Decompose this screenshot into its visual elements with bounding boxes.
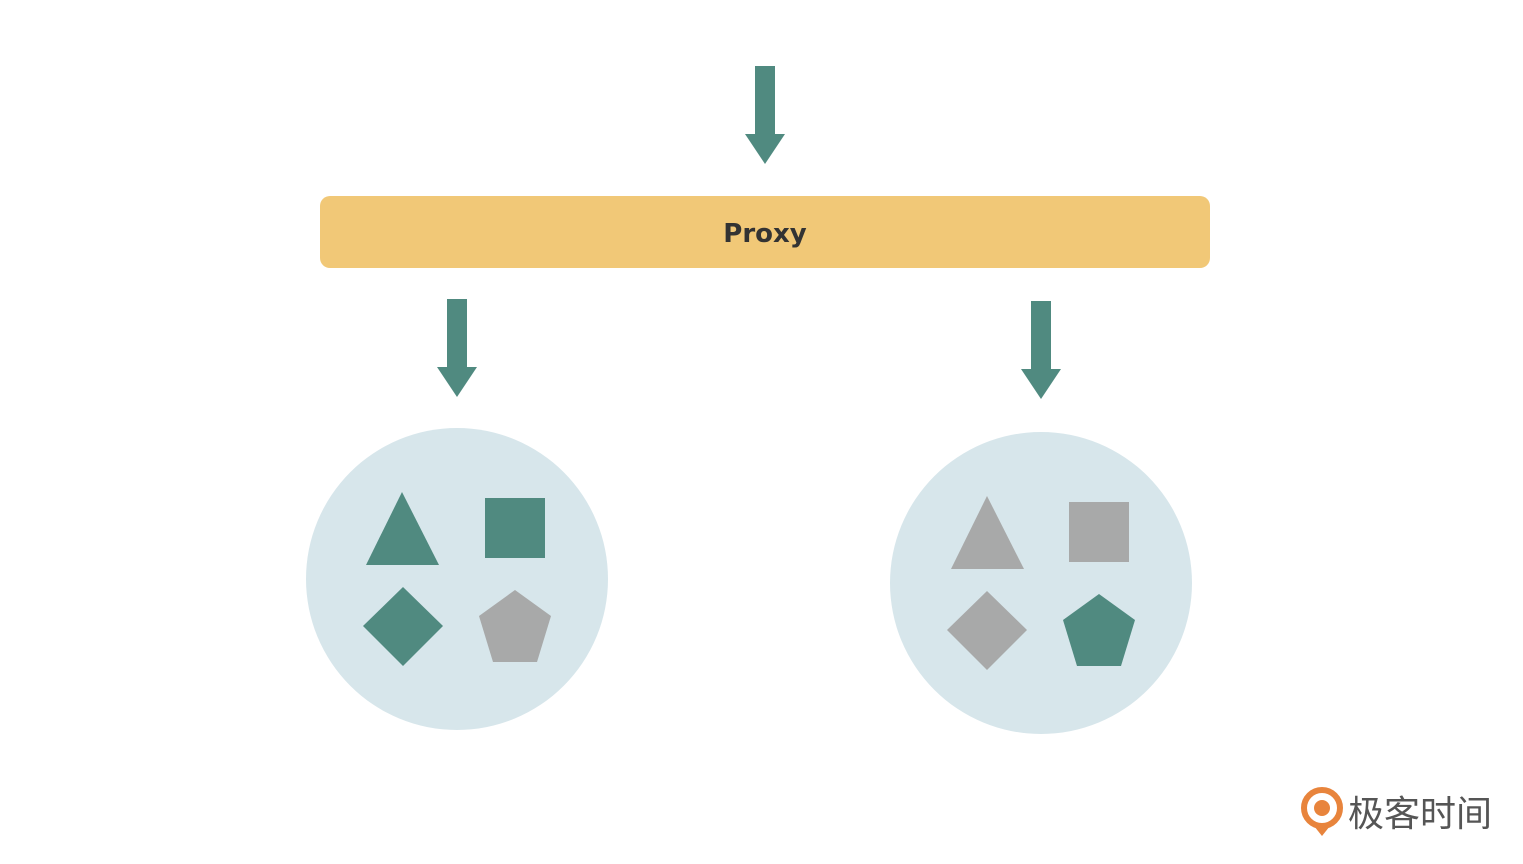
square-shape bbox=[1069, 502, 1129, 562]
diamond-shape bbox=[363, 587, 443, 666]
arrow-down-icon-left bbox=[437, 299, 477, 397]
geektime-logo-icon bbox=[1301, 787, 1343, 836]
pentagon-shape bbox=[1063, 594, 1135, 666]
instance-group-right bbox=[890, 432, 1192, 734]
triangle-shape bbox=[951, 496, 1024, 569]
proxy-label: Proxy bbox=[723, 219, 807, 249]
instance-pool-circle bbox=[890, 432, 1192, 734]
triangle-shape bbox=[366, 492, 439, 565]
brand-watermark: 极客时间 bbox=[1301, 787, 1492, 836]
arrow-down-icon-top bbox=[745, 66, 785, 164]
arrow-down-icon-right bbox=[1021, 301, 1061, 399]
proxy-bar: Proxy bbox=[320, 196, 1210, 268]
brand-text: 极客时间 bbox=[1348, 794, 1492, 835]
square-shape bbox=[485, 498, 545, 558]
diamond-shape bbox=[947, 591, 1027, 670]
instance-group-left bbox=[306, 428, 608, 730]
instance-pool-circle bbox=[306, 428, 608, 730]
pentagon-shape bbox=[479, 590, 551, 662]
